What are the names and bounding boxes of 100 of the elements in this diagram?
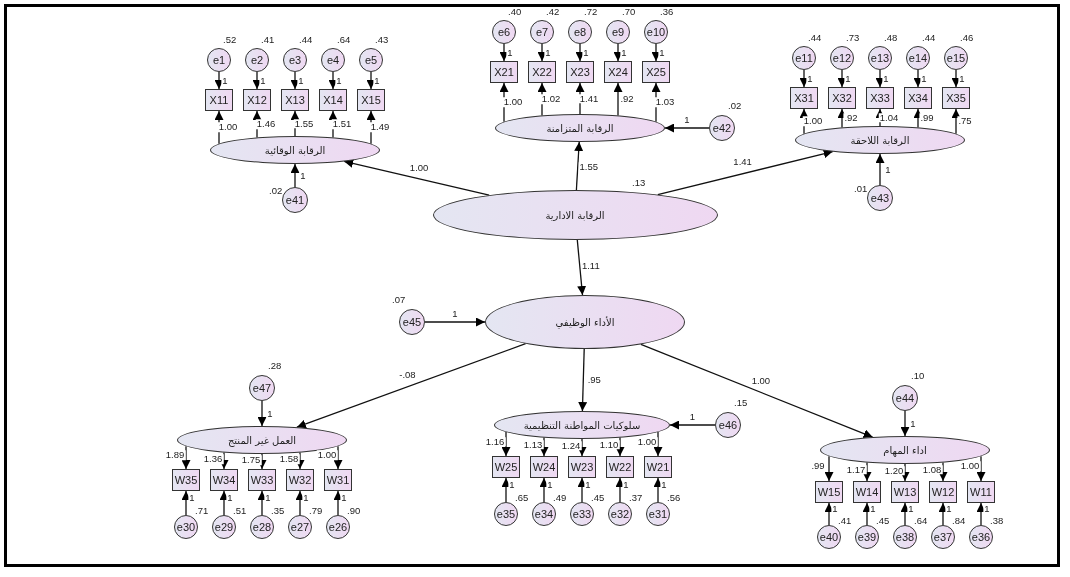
- edge-label: 1.89: [164, 450, 186, 461]
- variance-label: .56: [667, 493, 681, 503]
- path-arrow: [181, 490, 191, 516]
- observed-variable-box: W11: [967, 481, 995, 503]
- observed-variable-box: W25: [492, 456, 520, 478]
- path-arrow: [976, 455, 986, 482]
- path-arrow: [651, 82, 661, 123]
- variance-label: .02: [728, 101, 742, 111]
- path-arrow: [837, 69, 847, 88]
- error-term-circle: e7: [530, 20, 554, 44]
- edge-label: 1: [658, 47, 666, 58]
- path-arrow: [799, 108, 809, 135]
- edge-label: .75: [957, 116, 973, 127]
- variance-label: .73: [846, 33, 860, 43]
- error-term-circle: e30: [174, 515, 198, 539]
- edge-label: 1: [451, 309, 459, 319]
- edge-label: 1: [340, 492, 348, 503]
- variance-label: .44: [808, 33, 822, 43]
- edge-label: 1.17: [845, 465, 867, 475]
- variance-label: .35: [271, 506, 285, 516]
- path-arrow: [951, 69, 961, 88]
- edge-label: 1.00: [217, 122, 239, 133]
- path-arrow: [576, 239, 587, 296]
- edge-label: 1: [582, 47, 590, 58]
- observed-variable-box: X15: [357, 89, 385, 111]
- error-term-circle: e8: [568, 20, 592, 44]
- path-arrow: [257, 400, 267, 427]
- variance-label: .72: [584, 7, 598, 17]
- error-term-circle: e14: [906, 46, 930, 70]
- path-arrow: [214, 110, 224, 145]
- edge-label: 1: [259, 75, 267, 86]
- edge-label: 1.10: [598, 440, 620, 450]
- path-arrow: [257, 490, 267, 516]
- path-arrow: [577, 477, 587, 503]
- observed-variable-box: X32: [828, 87, 856, 109]
- error-term-circle: e2: [245, 48, 269, 72]
- variance-label: .52: [223, 35, 237, 45]
- edge-label: 1.00: [750, 375, 772, 386]
- variance-label: .37: [629, 493, 643, 503]
- path-arrow: [875, 69, 885, 88]
- edge-label: 1.55: [293, 118, 315, 129]
- edge-label: 1: [831, 504, 839, 514]
- variance-label: .90: [347, 506, 361, 516]
- observed-variable-box: W22: [606, 456, 634, 478]
- observed-variable-box: W13: [891, 481, 919, 503]
- error-term-circle: e15: [944, 46, 968, 70]
- error-term-circle: e41: [282, 187, 308, 213]
- edge-label: 1.41: [578, 93, 600, 104]
- variance-label: .40: [508, 7, 522, 17]
- edge-label: 1.13: [522, 440, 544, 450]
- path-arrow: [295, 490, 305, 516]
- edge-label: .95: [586, 375, 602, 386]
- edge-label: .92: [619, 94, 635, 104]
- observed-variable-box: X35: [942, 87, 970, 109]
- error-term-circle: e5: [359, 48, 383, 72]
- path-arrow: [328, 71, 338, 90]
- path-arrow: [900, 502, 910, 526]
- path-arrow: [574, 141, 584, 191]
- path-arrow: [875, 108, 885, 127]
- error-term-circle: e39: [855, 525, 879, 549]
- edge-label: 1.04: [878, 112, 900, 123]
- path-arrow: [613, 43, 623, 62]
- observed-variable-box: X13: [281, 89, 309, 111]
- latent-variable-ellipse: سلوكيات المواطنة التنظيمية: [494, 411, 670, 439]
- edge-label: 1: [882, 73, 890, 84]
- variance-label: .02: [269, 186, 283, 196]
- observed-variable-box: W21: [644, 456, 672, 478]
- observed-variable-box: X31: [790, 87, 818, 109]
- variance-label: .38: [990, 516, 1004, 526]
- variance-label: .07: [392, 295, 406, 305]
- path-arrow: [537, 43, 547, 62]
- path-arrow: [343, 159, 490, 196]
- edge-label: 1.55: [578, 161, 600, 172]
- error-term-circle: e33: [570, 502, 594, 526]
- path-arrow: [290, 163, 300, 188]
- error-term-circle: e44: [892, 385, 918, 411]
- edge-label: 1: [945, 504, 953, 514]
- observed-variable-box: W14: [853, 481, 881, 503]
- edge-label: 1: [544, 47, 552, 58]
- edge-label: 1: [683, 115, 691, 125]
- observed-variable-box: X21: [490, 61, 518, 83]
- edge-label: 1.00: [636, 436, 658, 447]
- path-arrow: [575, 43, 585, 62]
- error-term-circle: e42: [709, 115, 735, 141]
- path-arrow: [499, 82, 509, 123]
- path-arrow: [577, 438, 587, 457]
- variance-label: .42: [546, 7, 560, 17]
- edge-label: 1.51: [331, 119, 353, 129]
- observed-variable-box: X23: [566, 61, 594, 83]
- observed-variable-box: X22: [528, 61, 556, 83]
- edge-label: 1: [869, 504, 877, 514]
- edge-label: 1: [266, 408, 274, 419]
- error-term-circle: e47: [249, 375, 275, 401]
- edge-label: 1: [373, 75, 381, 86]
- edge-label: 1.36: [202, 454, 224, 464]
- edge-label: 1: [909, 418, 917, 429]
- edge-label: 1.16: [484, 436, 506, 447]
- variance-label: .44: [922, 33, 936, 43]
- error-term-circle: e38: [893, 525, 917, 549]
- observed-variable-box: X34: [904, 87, 932, 109]
